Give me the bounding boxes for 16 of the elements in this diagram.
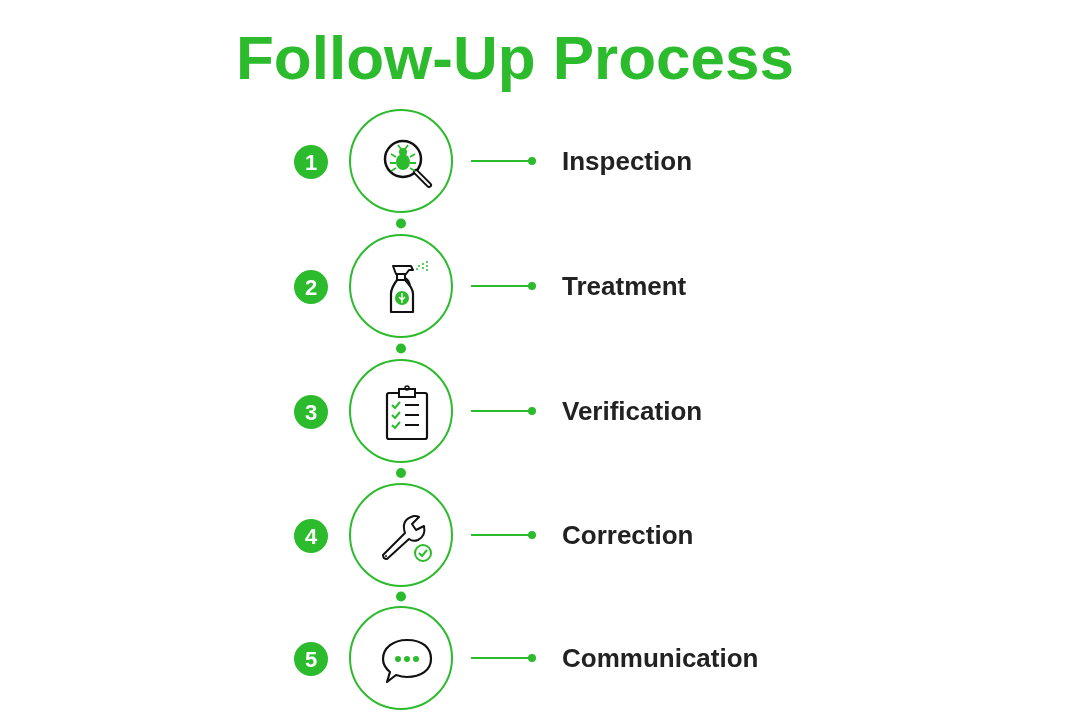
step-label: Verification bbox=[562, 394, 703, 428]
step-label: Treatment bbox=[562, 269, 687, 303]
step-number-badge: 2 bbox=[294, 270, 328, 304]
step-number-badge: 4 bbox=[294, 519, 328, 553]
step-label: Correction bbox=[562, 518, 694, 552]
step-number-badge: 5 bbox=[294, 642, 328, 676]
leader-line bbox=[470, 531, 536, 539]
leader-line bbox=[470, 282, 536, 290]
step-label: Communication bbox=[562, 641, 759, 675]
step-number-badge: 3 bbox=[294, 395, 328, 429]
leader-line bbox=[470, 157, 536, 165]
title: Follow-Up Process bbox=[234, 22, 796, 94]
leader-line bbox=[470, 407, 536, 415]
leader-line bbox=[470, 654, 536, 662]
step-number-badge: 1 bbox=[294, 145, 328, 179]
step-label: Inspection bbox=[562, 144, 692, 178]
